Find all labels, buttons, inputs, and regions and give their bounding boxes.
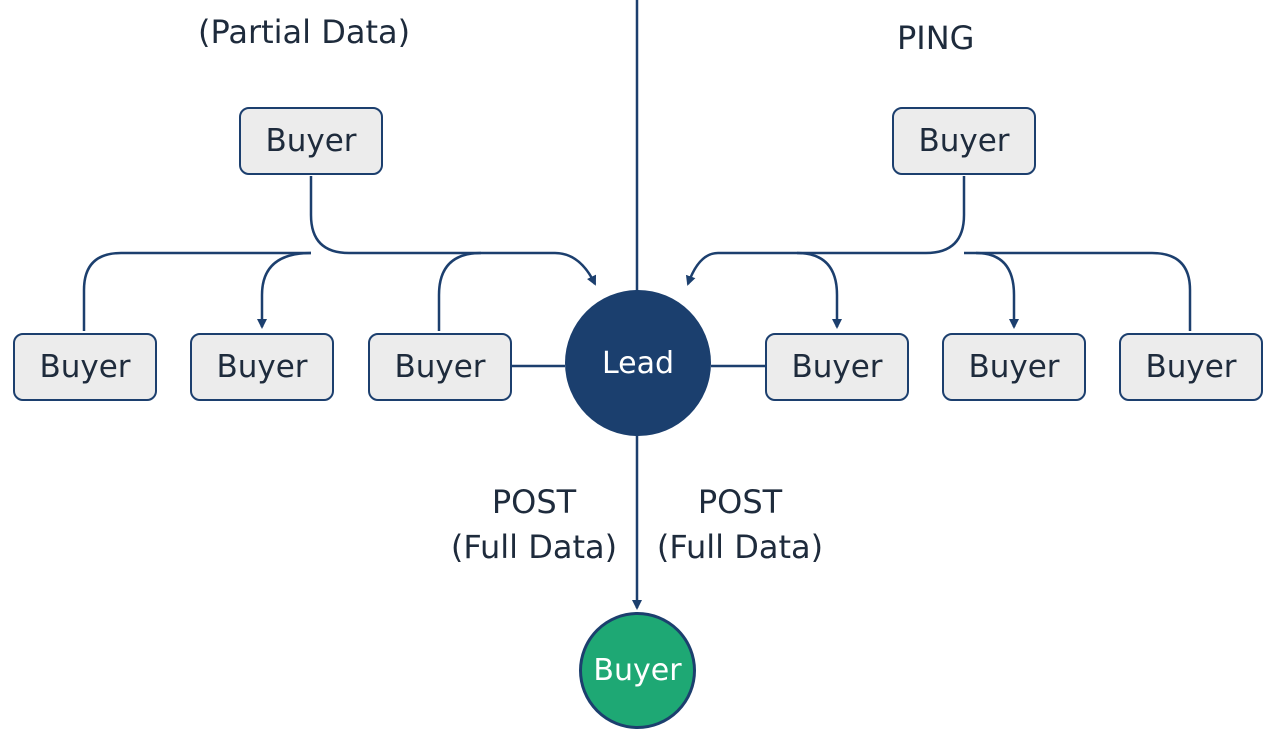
lead-node: Lead	[565, 290, 711, 436]
right-buyer-2: Buyer	[942, 333, 1086, 401]
left-top-buyer: Buyer	[239, 107, 383, 175]
post-left-title: POST	[491, 483, 577, 521]
right-buyer-1: Buyer	[765, 333, 909, 401]
post-left-subtitle: (Full Data)	[450, 527, 618, 566]
post-right-title: POST	[697, 483, 783, 521]
left-buyer-3: Buyer	[368, 333, 512, 401]
left-branch-1	[82, 251, 311, 331]
left-branch-2	[257, 251, 312, 329]
left-buyer-1: Buyer	[13, 333, 157, 401]
partial-data-label: (Partial Data)	[198, 13, 411, 51]
right-branch-1	[796, 251, 842, 329]
right-branch-3	[976, 251, 1192, 331]
right-top-connector	[685, 176, 966, 286]
right-top-buyer: Buyer	[892, 107, 1036, 175]
post-left-label: POST (Full Data)	[444, 480, 624, 570]
post-right-subtitle: (Full Data)	[656, 527, 824, 566]
final-buyer-node: Buyer	[579, 612, 696, 729]
left-branch-3	[437, 251, 482, 331]
right-buyer-3: Buyer	[1119, 333, 1263, 401]
left-top-connector	[309, 176, 597, 286]
left-buyer-2: Buyer	[190, 333, 334, 401]
ping-label: PING	[897, 19, 975, 57]
post-right-label: POST (Full Data)	[650, 480, 830, 570]
right-branch-2	[964, 251, 1019, 329]
